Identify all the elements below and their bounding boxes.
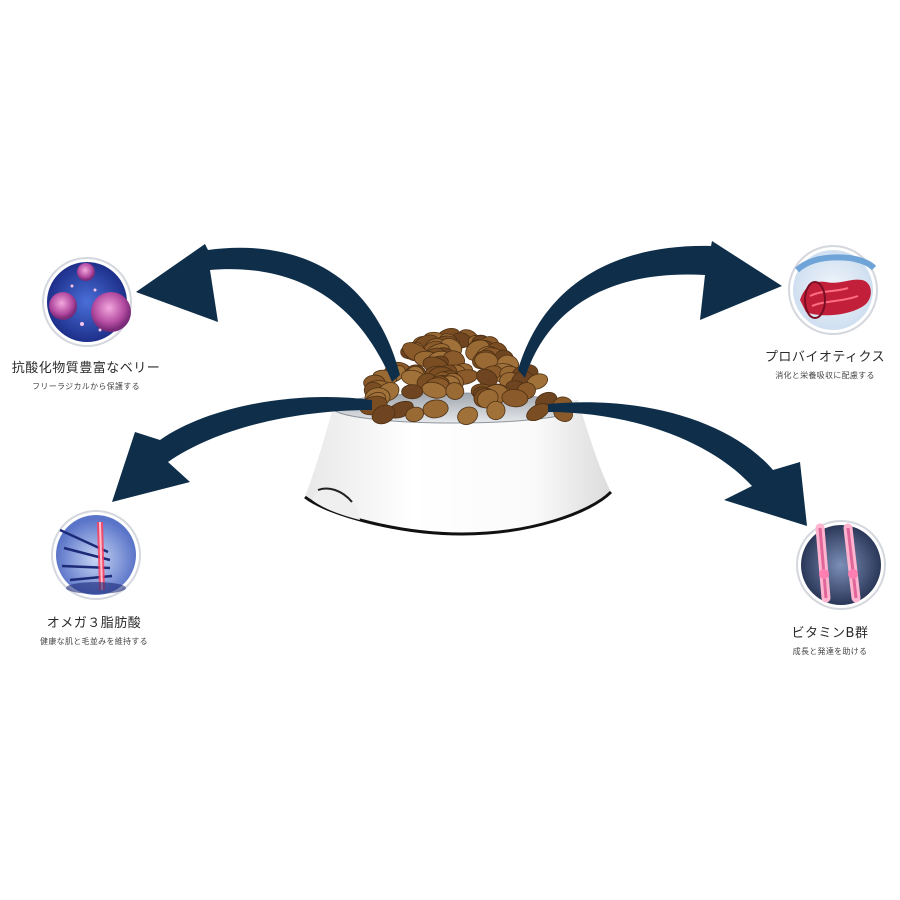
benefit-title: プロバイオティクス bbox=[764, 350, 886, 365]
benefit-title: 抗酸化物質豊富なベリー bbox=[11, 361, 161, 376]
benefit-title: オメガ３脂肪酸 bbox=[46, 616, 142, 631]
kibble-piece bbox=[501, 388, 529, 408]
kibble-piece bbox=[371, 404, 396, 425]
arrow-to-vitamin bbox=[548, 402, 807, 526]
antioxidant-cell-icon bbox=[42, 257, 132, 347]
arrow-to-omega bbox=[112, 396, 372, 502]
kibble-piece bbox=[445, 382, 465, 400]
benefit-title: ビタミンB群 bbox=[791, 626, 869, 641]
bone-joint-icon bbox=[796, 520, 886, 610]
kibble-piece bbox=[401, 384, 424, 400]
benefit-vitamin-b: ビタミンB群 成長と発達を助ける bbox=[765, 622, 895, 657]
kibble-piece bbox=[486, 400, 506, 421]
hair-follicle-icon bbox=[51, 510, 141, 600]
benefit-antioxidant-berry: 抗酸化物質豊富なベリー フリーラジカルから保護する bbox=[0, 357, 172, 392]
kibble-piece bbox=[457, 406, 479, 425]
intestine-icon bbox=[788, 245, 878, 335]
benefit-description: 健康な肌と毛並みを維持する bbox=[40, 637, 148, 646]
arrow-to-berry bbox=[136, 244, 400, 382]
benefit-probiotics: プロバイオティクス 消化と栄養吸収に配慮する bbox=[755, 346, 895, 381]
benefit-description: 成長と発達を助ける bbox=[792, 647, 868, 656]
kibble-piece bbox=[405, 406, 425, 423]
kibble-pile bbox=[359, 327, 574, 425]
benefit-description: フリーラジカルから保護する bbox=[32, 382, 140, 391]
benefit-description: 消化と栄養吸収に配慮する bbox=[775, 371, 875, 380]
arrow-to-probiotics bbox=[518, 241, 782, 378]
benefit-omega3: オメガ３脂肪酸 健康な肌と毛並みを維持する bbox=[14, 612, 174, 647]
